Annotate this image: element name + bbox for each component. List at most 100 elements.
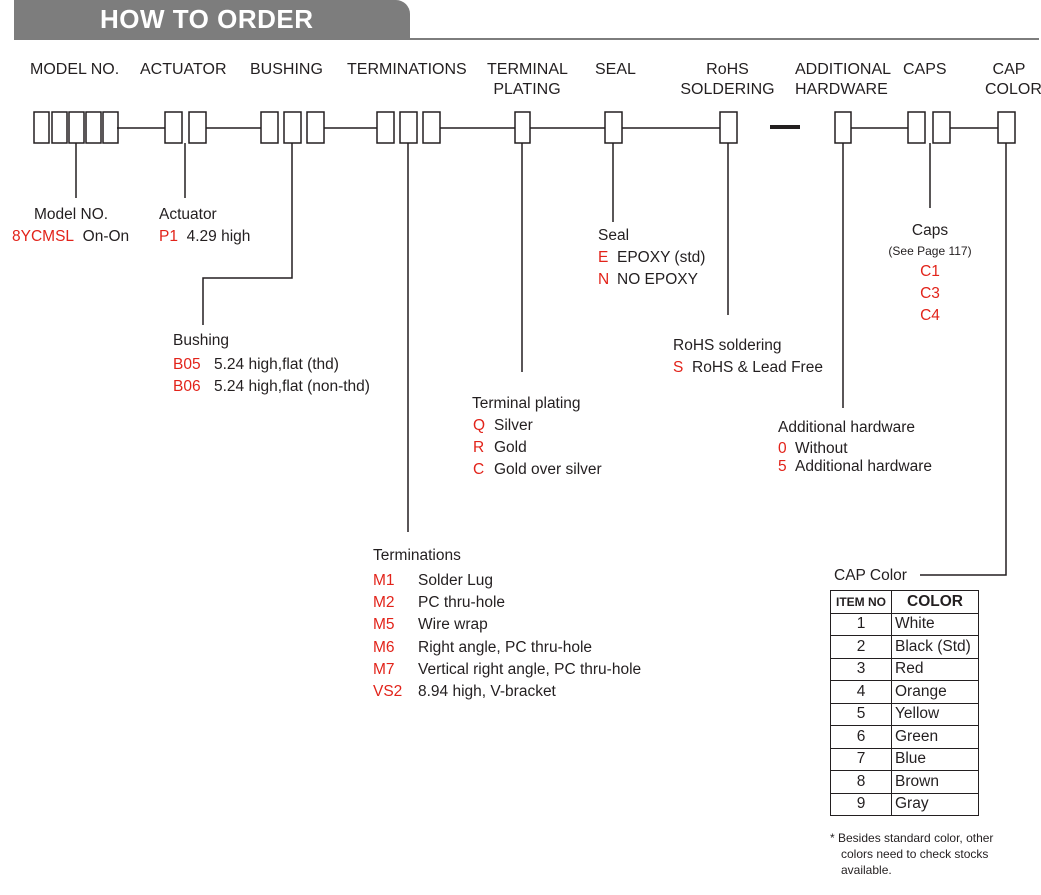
actuator-title: Actuator	[159, 206, 217, 223]
header-additional-hardware: ADDITIONAL HARDWARE	[795, 60, 892, 100]
actuator-box	[164, 111, 183, 144]
terminations-code: M1	[373, 572, 395, 589]
header-actuator: ACTUATOR	[140, 61, 227, 78]
rohs-desc: RoHS & Lead Free	[692, 359, 823, 376]
terminal-plating-desc: Silver	[494, 417, 533, 434]
additional-code: 0	[778, 440, 787, 457]
leader-bushing	[202, 143, 293, 325]
header-rohs-line1: RoHS	[706, 61, 749, 78]
header-cap-color-line2: COLOR	[985, 81, 1041, 98]
col-item-no: ITEM NO	[830, 590, 892, 614]
terminations-code: VS2	[373, 683, 403, 700]
cap-color-box	[997, 111, 1016, 144]
rohs-box	[719, 111, 738, 144]
seal-code: N	[598, 271, 610, 288]
header-terminal-plating: TERMINAL PLATING	[487, 60, 568, 100]
header-additional-line2: HARDWARE	[795, 81, 888, 98]
model-box	[33, 111, 50, 144]
item-no: 4	[830, 680, 892, 704]
item-no: 8	[830, 770, 892, 794]
actuator-row: P1 4.29 high	[159, 227, 250, 247]
terminations-box	[399, 111, 418, 144]
header-seal: SEAL	[595, 61, 636, 78]
header-model-no: MODEL NO.	[30, 61, 120, 78]
terminations-item: M7 Vertical right angle, PC thru-hole	[373, 660, 641, 680]
header-terminations: TERMINATIONS	[347, 61, 467, 78]
footnote-line-3: available.	[841, 863, 892, 877]
terminations-desc: Solder Lug	[418, 572, 493, 589]
seal-desc: NO EPOXY	[617, 271, 698, 288]
terminations-desc: Right angle, PC thru-hole	[418, 639, 593, 656]
terminations-code: M2	[373, 594, 395, 611]
actuator-box	[188, 111, 207, 144]
model-box	[68, 111, 85, 144]
actuator-desc: 4.29 high	[186, 228, 251, 245]
footnote-line-1: * Besides standard color, other	[830, 831, 994, 845]
rohs-code: S	[673, 359, 684, 376]
caps-title: Caps	[911, 222, 949, 239]
bushing-box	[260, 111, 279, 144]
additional-item: 0 Without	[778, 439, 848, 459]
header-cap-color-line1: CAP	[992, 61, 1026, 78]
rohs-item: S RoHS & Lead Free	[673, 358, 823, 378]
color-name: Red	[891, 657, 979, 681]
terminations-box	[422, 111, 441, 144]
bushing-box	[283, 111, 302, 144]
additional-hardware-box	[834, 111, 852, 144]
table-header-row: ITEM NO COLOR	[830, 590, 979, 614]
terminal-plating-desc: Gold over silver	[494, 461, 602, 478]
color-name: Orange	[891, 680, 979, 704]
terminations-desc: Wire wrap	[418, 616, 488, 633]
terminal-plating-code: R	[473, 439, 485, 456]
cap-color-title: CAP Color	[834, 567, 907, 584]
model-title: Model NO.	[34, 206, 109, 223]
bushing-desc: 5.24 high,flat (non-thd)	[214, 378, 370, 395]
header-rohs-line2: SOLDERING	[680, 81, 775, 98]
caps-box	[932, 111, 951, 144]
bushing-item: B05 5.24 high,flat (thd)	[173, 355, 339, 375]
bushing-code: B06	[173, 378, 201, 395]
caps-box	[907, 111, 926, 144]
color-name: Yellow	[891, 702, 979, 726]
item-no: 1	[830, 612, 892, 636]
bushing-desc: 5.24 high,flat (thd)	[214, 356, 339, 373]
item-no: 2	[830, 635, 892, 659]
header-bushing: BUSHING	[250, 61, 323, 78]
color-name: Black (Std)	[891, 635, 979, 659]
seal-code: E	[598, 249, 609, 266]
additional-desc: Without	[795, 440, 848, 457]
header-caps: CAPS	[903, 61, 947, 78]
header-terminal-plating-line1: TERMINAL	[487, 61, 568, 78]
header-additional-line1: ADDITIONAL	[795, 61, 892, 78]
bushing-item: B06 5.24 high,flat (non-thd)	[173, 377, 370, 397]
model-code: 8YCMSL	[12, 228, 75, 245]
rohs-title: RoHS soldering	[673, 337, 782, 354]
terminal-plating-box	[514, 111, 531, 144]
additional-desc: Additional hardware	[795, 458, 933, 475]
seal-item: N NO EPOXY	[598, 270, 698, 290]
color-name: White	[891, 612, 979, 636]
terminations-item: M1 Solder Lug	[373, 571, 493, 591]
terminations-code: M7	[373, 661, 395, 678]
col-color: COLOR	[891, 590, 979, 614]
item-no: 3	[830, 657, 892, 681]
caps-note: (See Page 117)	[888, 244, 972, 258]
color-name: Gray	[891, 792, 979, 816]
terminations-desc: Vertical right angle, PC thru-hole	[418, 661, 642, 678]
bushing-code: B05	[173, 356, 201, 373]
